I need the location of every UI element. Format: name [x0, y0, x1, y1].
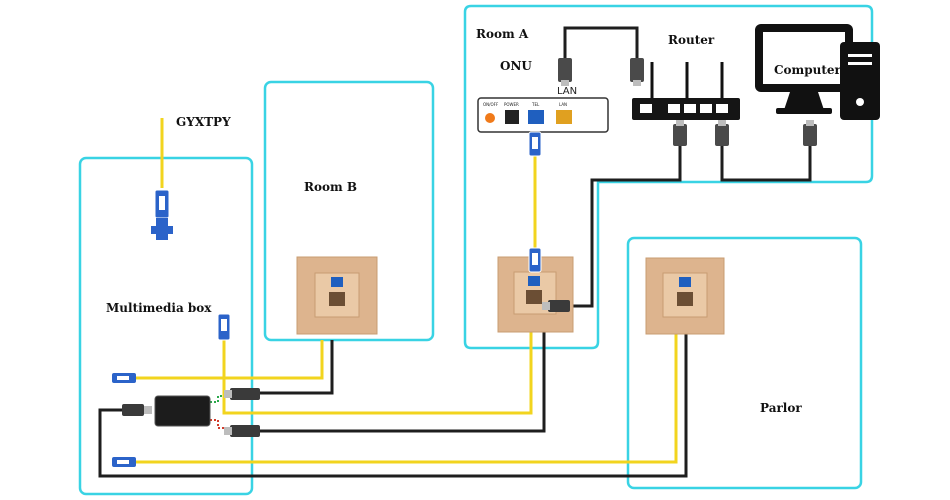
onu-fiber-connector-icon: [528, 131, 542, 157]
onu-port-tel: TEL: [531, 102, 540, 107]
gyxtpy-label: GYXTPY: [176, 115, 231, 129]
rj45-plug-router-1-icon: [673, 120, 687, 146]
router-device: [632, 62, 740, 120]
rj45-plug-router-2-icon: [715, 120, 729, 146]
gyxtpy-fiber-connector-icon: [151, 189, 173, 240]
computer-icon: [755, 24, 880, 120]
multimedia-box-label: Multimedia box: [106, 301, 212, 315]
fiber-connector-top-icon: [217, 313, 231, 341]
ethernet-cables: [98, 26, 812, 478]
lan-plug-onu-icon: [558, 58, 572, 86]
rj45-connector-bottom-icon: [224, 425, 260, 437]
room-b-wall-socket: [296, 256, 378, 335]
rj45-plug-computer-icon: [803, 120, 817, 146]
room-a-label: Room A: [476, 27, 529, 41]
lan-label: LAN: [557, 86, 577, 97]
computer-label: Computer: [774, 63, 842, 77]
room-a-socket-fiber-connector-icon: [528, 247, 542, 273]
parlor-wall-socket: [645, 257, 725, 335]
rj45-connector-top-icon: [224, 388, 260, 400]
router-label: Router: [668, 33, 715, 47]
onu-device: ON/OFF POWER TEL LAN: [477, 97, 609, 133]
onu-label: ONU: [500, 59, 532, 73]
multimedia-box-room: [78, 156, 254, 496]
room-a-outline: [463, 4, 874, 350]
splitter-box: [154, 395, 211, 427]
lan-plug-router-top-icon: [630, 58, 644, 86]
fiber-cables: [132, 118, 678, 464]
parlor-outline: [626, 236, 863, 490]
fiber-connector-left-top-icon: [112, 373, 136, 383]
onu-port-power: POWER: [504, 102, 519, 107]
onu-port-onoff: ON/OFF: [483, 102, 499, 107]
fiber-connector-left-bottom-icon: [112, 457, 136, 467]
room-a-socket-rj45-icon: [542, 300, 570, 312]
room-b-outline: [263, 80, 435, 342]
parlor-label: Parlor: [760, 401, 802, 415]
room-b-label: Room B: [304, 180, 357, 194]
onu-port-lan: LAN: [559, 102, 567, 107]
rj45-connector-left-icon: [122, 404, 152, 416]
